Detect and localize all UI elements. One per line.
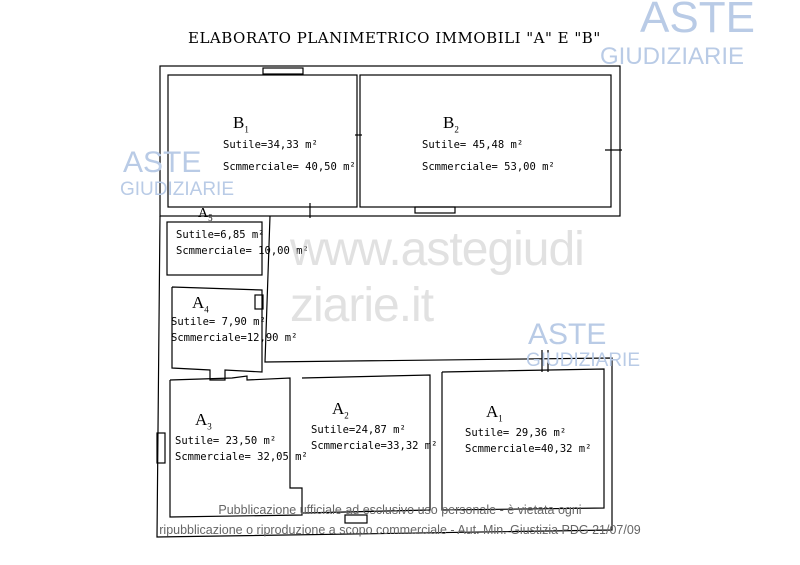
room-label-a1: A1 xyxy=(486,402,503,428)
sutile: Sutile= 7,90 m² xyxy=(171,316,266,328)
scommerciale: Scmmerciale=33,32 m² xyxy=(311,440,438,452)
room-b2-areas: Sutile= 45,48 m² Scmmerciale= 53,00 m² xyxy=(422,134,555,178)
watermark-aste: ASTE xyxy=(123,146,202,179)
room-letter: A xyxy=(332,399,345,418)
room-letter: B xyxy=(443,113,455,132)
room-number: 1 xyxy=(244,124,249,135)
room-number: 4 xyxy=(204,304,209,315)
scommerciale: Scmmerciale= 53,00 m² xyxy=(422,161,555,173)
room-a2-wall xyxy=(301,374,431,514)
room-b1-wall xyxy=(167,74,358,208)
watermark-giudiziarie: GIUDIZIARIE xyxy=(600,43,745,70)
room-label-a5: A5 xyxy=(198,205,213,227)
room-label-a3: A3 xyxy=(195,410,212,436)
room-number: 2 xyxy=(454,124,459,135)
room-label-b1: B1 xyxy=(233,113,249,139)
room-letter: A xyxy=(195,410,208,429)
a-block-outer-wall xyxy=(156,215,613,538)
room-label-a4: A4 xyxy=(192,293,209,319)
room-a1-areas: Sutile= 29,36 m² Scmmerciale=40,32 m² xyxy=(465,425,591,457)
room-a4-areas: Sutile= 7,90 m² Scmmerciale=12,90 m² xyxy=(171,314,297,346)
scommerciale: Scmmerciale=12,90 m² xyxy=(171,332,298,344)
room-a4-wall xyxy=(171,286,263,381)
room-number: 5 xyxy=(208,212,213,223)
scommerciale: Scmmerciale= 10,00 m² xyxy=(176,245,309,257)
room-a5-wall xyxy=(166,221,263,276)
page-title: ELABORATO PLANIMETRICO IMMOBILI "A" E "B… xyxy=(188,29,601,47)
room-a5-areas: Sutile=6,85 m² Scmmerciale= 10,00 m² xyxy=(176,227,309,259)
sutile: Sutile= 29,36 m² xyxy=(465,427,567,439)
room-a1-wall xyxy=(441,368,605,511)
window xyxy=(414,206,456,214)
window xyxy=(344,514,368,524)
scommerciale: Scmmerciale= 40,50 m² xyxy=(223,161,356,173)
watermark-aste: ASTE xyxy=(528,318,607,351)
b-block-outer-wall xyxy=(159,65,621,217)
room-a2-areas: Sutile=24,87 m² Scmmerciale=33,32 m² xyxy=(311,422,437,454)
notice-line-1: Pubblicazione ufficiale ad esclusivo uso… xyxy=(218,503,582,517)
room-letter: A xyxy=(192,293,205,312)
window xyxy=(254,294,264,310)
window xyxy=(262,67,304,75)
room-number: 3 xyxy=(207,421,212,432)
room-number: 1 xyxy=(498,413,503,424)
scommerciale: Scmmerciale=40,32 m² xyxy=(465,443,592,455)
sutile: Sutile= 23,50 m² xyxy=(175,435,277,447)
watermark-website: www.astegiudiziarie.it xyxy=(290,223,585,332)
scommerciale: Scmmerciale= 32,05 m² xyxy=(175,451,308,463)
sutile: Sutile=34,33 m² xyxy=(223,139,318,151)
sutile: Sutile= 45,48 m² xyxy=(422,139,524,151)
room-letter: B xyxy=(233,113,245,132)
room-a3-wall xyxy=(169,375,303,518)
room-label-b2: B2 xyxy=(443,113,459,139)
watermark-aste: ASTE xyxy=(640,0,755,42)
sutile: Sutile=24,87 m² xyxy=(311,424,406,436)
room-b1-areas: Sutile=34,33 m² Scmmerciale= 40,50 m² xyxy=(223,134,356,178)
room-letter: A xyxy=(198,206,209,221)
sutile: Sutile=6,85 m² xyxy=(176,229,265,241)
room-number: 2 xyxy=(344,410,349,421)
watermark-giudiziarie: GIUDIZIARIE xyxy=(526,350,641,371)
room-label-a2: A2 xyxy=(332,399,349,425)
notice-line-2: ripubblicazione o riproduzione a scopo c… xyxy=(159,523,641,537)
room-letter: A xyxy=(486,402,499,421)
room-a3-areas: Sutile= 23,50 m² Scmmerciale= 32,05 m² xyxy=(175,433,308,465)
room-b2-wall xyxy=(359,74,612,208)
window xyxy=(156,432,166,464)
watermark-giudiziarie: GIUDIZIARIE xyxy=(120,179,235,200)
publication-notice: Pubblicazione ufficiale ad esclusivo uso… xyxy=(110,500,690,540)
